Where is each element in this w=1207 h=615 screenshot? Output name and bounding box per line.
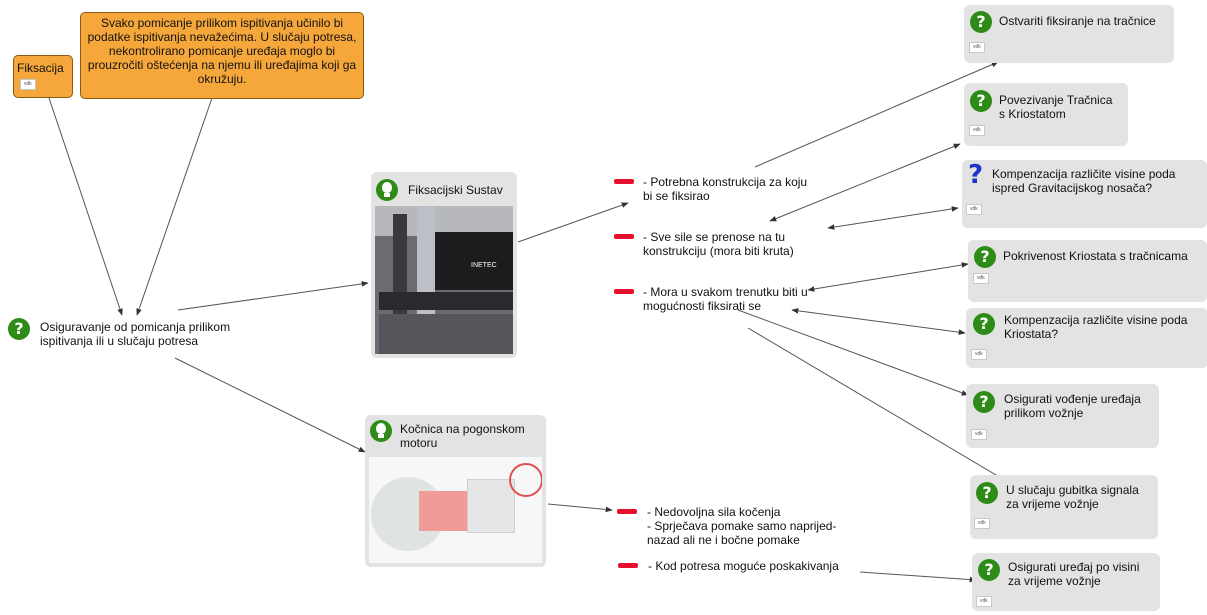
vdk-tag: vdk (973, 273, 989, 284)
question-title: Povezivanje Tračnica s Kriostatom (999, 93, 1113, 121)
question-card[interactable]: ? Ostvariti fiksiranje na tračnice vdk (964, 5, 1174, 63)
lightbulb-icon (370, 420, 392, 442)
fiksacija-tag: vdk (20, 79, 36, 90)
question-icon: ? (973, 391, 995, 413)
vdk-tag: vdk (969, 125, 985, 136)
lightbulb-icon (376, 179, 398, 201)
warning-text: Svako pomicanje prilikom ispitivanja uči… (87, 16, 357, 86)
idea-title: Kočnica na pogonskom motoru (400, 422, 525, 450)
question-card[interactable]: ? Povezivanje Tračnica s Kriostatom vdk (964, 83, 1128, 146)
vdk-tag: vdk (969, 42, 985, 53)
motor-image (369, 457, 542, 563)
question-title: U slučaju gubitka signala za vrijeme vož… (1006, 483, 1139, 511)
idea-card-kocnica[interactable]: Kočnica na pogonskom motoru (365, 415, 546, 567)
con-item[interactable]: - Mora u svakom trenutku biti u mogućnos… (643, 285, 808, 313)
con-marker (614, 289, 634, 294)
question-title: Ostvariti fiksiranje na tračnice (999, 14, 1156, 28)
question-icon: ? (970, 90, 992, 112)
con-item[interactable]: - Potrebna konstrukcija za koju bi se fi… (643, 175, 808, 203)
idea-title: Fiksacijski Sustav (408, 183, 503, 197)
con-marker (614, 234, 634, 239)
question-icon: ? (973, 313, 995, 335)
root-topic[interactable]: Osiguravanje od pomicanja prilikom ispit… (40, 320, 231, 348)
question-title: Pokrivenost Kriostata s tračnicama (1003, 249, 1188, 263)
question-card[interactable]: ? Kompenzacija različite visine poda isp… (962, 160, 1207, 228)
question-title: Osigurati uređaj po visini za vrijeme vo… (1008, 560, 1140, 588)
question-icon: ? (970, 11, 992, 33)
question-title: Kompenzacija različite visine poda Krios… (1004, 313, 1188, 341)
fiksacija-note[interactable]: Fiksacija vdk (13, 55, 73, 98)
vdk-tag: vdk (974, 518, 990, 529)
machine-image: INETEC (375, 206, 513, 354)
vdk-tag: vdk (976, 596, 992, 607)
vdk-tag: vdk (966, 204, 982, 215)
vdk-tag: vdk (971, 349, 987, 360)
question-card[interactable]: ? Osigurati uređaj po visini za vrijeme … (972, 553, 1160, 611)
fiksacija-label: Fiksacija (17, 61, 64, 75)
question-card[interactable]: ? U slučaju gubitka signala za vrijeme v… (970, 475, 1158, 539)
question-title: Osigurati vođenje uređaja prilikom vožnj… (1004, 392, 1141, 420)
con-marker (614, 179, 634, 184)
idea-card-fiksacijski-sustav[interactable]: Fiksacijski Sustav INETEC (371, 172, 517, 358)
con-item[interactable]: - Kod potresa moguće poskakivanja (648, 559, 839, 573)
vdk-tag: vdk (971, 429, 987, 440)
warning-note[interactable]: Svako pomicanje prilikom ispitivanja uči… (80, 12, 364, 99)
question-card[interactable]: ? Kompenzacija različite visine poda Kri… (966, 308, 1207, 368)
con-item[interactable]: - Sve sile se prenose na tu konstrukciju… (643, 230, 794, 258)
question-icon: ? (8, 318, 30, 340)
con-item[interactable]: - Sprječava pomake samo naprijed-nazad a… (647, 519, 837, 547)
question-icon: ? (968, 160, 984, 190)
con-item[interactable]: - Nedovoljna sila kočenja (647, 505, 781, 519)
question-title: Kompenzacija različite visine poda ispre… (992, 167, 1176, 195)
question-card[interactable]: ? Pokrivenost Kriostata s tračnicama vdk (968, 240, 1207, 302)
con-marker (618, 563, 638, 568)
question-icon: ? (976, 482, 998, 504)
con-marker (617, 509, 637, 514)
question-card[interactable]: ? Osigurati vođenje uređaja prilikom vož… (966, 384, 1159, 448)
question-icon: ? (974, 246, 996, 268)
question-icon: ? (978, 559, 1000, 581)
